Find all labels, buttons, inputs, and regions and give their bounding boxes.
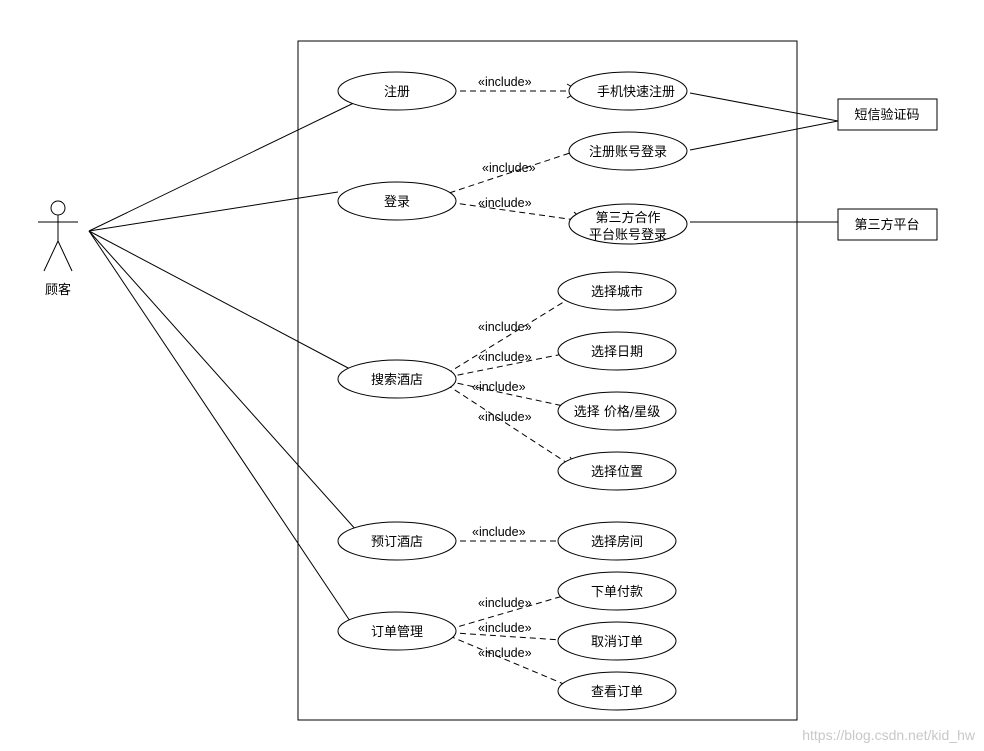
use-case-third-party-login: 第三方合作 平台账号登录 — [568, 203, 688, 245]
use-case-place-order-label: 下单付款 — [591, 585, 643, 600]
use-case-select-date: 选择日期 — [557, 331, 677, 371]
use-case-manage-order-ellipse — [337, 611, 457, 651]
assoc-search-hotel — [88, 230, 351, 370]
use-case-select-room-label: 选择房间 — [591, 534, 643, 550]
use-case-view-order-ellipse — [557, 671, 677, 711]
include-line-search-location — [437, 378, 579, 471]
use-case-select-city-ellipse — [557, 271, 677, 311]
use-case-cancel-order: 取消订单 — [557, 621, 677, 661]
include-line-order-view — [439, 631, 579, 691]
actor-customer: 顾客 — [38, 200, 78, 298]
use-case-select-room-ellipse — [557, 521, 677, 561]
use-case-account-login-ellipse — [568, 131, 688, 171]
actor-label: 顾客 — [45, 282, 71, 298]
include-label-order-cancel: «include» — [478, 621, 532, 635]
use-case-select-price-label: 选择 价格/星级 — [574, 404, 661, 420]
use-case-select-location: 选择位置 — [557, 451, 677, 491]
use-case-cancel-order-ellipse — [557, 621, 677, 661]
use-case-search-hotel-ellipse — [337, 359, 457, 399]
include-line-search-price — [437, 378, 583, 411]
assoc-phone-sms — [689, 92, 839, 122]
use-case-account-login-label: 注册账号登录 — [589, 145, 667, 160]
use-case-login-ellipse — [337, 181, 457, 221]
use-case-manage-order-label: 订单管理 — [371, 625, 423, 640]
include-label-search-date: «include» — [478, 350, 532, 364]
include-label-register: «include» — [478, 75, 532, 89]
assoc-account-sms — [689, 120, 839, 151]
include-line-order-cancel — [439, 631, 578, 642]
use-case-select-price: 选择 价格/星级 — [557, 391, 677, 431]
include-line-login-account — [439, 147, 586, 197]
use-case-view-order-label: 查看订单 — [591, 684, 643, 700]
use-case-third-party-login-ellipse — [568, 203, 688, 245]
actor-head — [50, 200, 66, 216]
include-line-search-date — [437, 350, 579, 380]
assoc-login — [88, 191, 339, 232]
use-case-book-hotel: 预订酒店 — [337, 521, 457, 561]
include-line-search-city — [437, 291, 581, 380]
actor-right-leg — [57, 240, 73, 272]
use-case-login: 登录 — [337, 181, 457, 221]
include-label-search-price: «include» — [472, 380, 526, 394]
external-system-sms-label: 短信验证码 — [854, 107, 919, 123]
use-case-account-login: 注册账号登录 — [568, 131, 688, 171]
use-case-place-order: 下单付款 — [557, 571, 677, 611]
use-case-third-party-login-label-line2: 平台账号登录 — [589, 228, 667, 243]
include-line-login-thirdparty — [439, 200, 584, 222]
watermark: https://blog.csdn.net/kid_hw — [802, 727, 976, 743]
use-case-search-hotel-label: 搜索酒店 — [371, 373, 423, 388]
use-case-search-hotel: 搜索酒店 — [337, 359, 457, 399]
use-case-select-location-ellipse — [557, 451, 677, 491]
external-system-third-party-box — [837, 208, 938, 241]
use-case-select-room: 选择房间 — [557, 521, 677, 561]
external-system-sms: 短信验证码 — [837, 98, 938, 131]
use-case-select-date-ellipse — [557, 331, 677, 371]
use-case-register-label: 注册 — [384, 85, 410, 100]
use-case-book-hotel-label: 预订酒店 — [371, 535, 423, 550]
use-case-select-city-label: 选择城市 — [591, 284, 643, 300]
use-case-place-order-ellipse — [557, 571, 677, 611]
include-label-login-thirdparty: «include» — [478, 196, 532, 210]
assoc-book-hotel — [88, 230, 358, 532]
use-case-phone-register-ellipse — [568, 71, 688, 111]
external-system-third-party-label: 第三方平台 — [854, 217, 919, 233]
actor-left-leg — [43, 240, 59, 272]
include-label-login-account: «include» — [482, 161, 536, 175]
use-case-book-hotel-ellipse — [337, 521, 457, 561]
use-case-register-ellipse — [337, 71, 457, 111]
include-label-book-room: «include» — [472, 525, 526, 539]
use-case-phone-register-label: 手机快速注册 — [597, 85, 675, 100]
assoc-register — [88, 99, 361, 232]
use-case-manage-order: 订单管理 — [337, 611, 457, 651]
use-case-register: 注册 — [337, 71, 457, 111]
use-case-third-party-login-label-line1: 第三方合作 — [595, 210, 660, 226]
external-system-third-party: 第三方平台 — [837, 208, 938, 241]
use-case-select-date-label: 选择日期 — [591, 345, 643, 360]
use-case-cancel-order-label: 取消订单 — [591, 635, 643, 650]
include-label-search-city: «include» — [478, 320, 532, 334]
include-label-order-view: «include» — [478, 646, 532, 660]
use-case-select-city: 选择城市 — [557, 271, 677, 311]
include-label-search-location: «include» — [478, 410, 532, 424]
include-line-order-place — [439, 590, 581, 633]
use-case-phone-register: 手机快速注册 — [568, 71, 688, 111]
use-case-select-price-ellipse — [557, 391, 677, 431]
include-label-order-place: «include» — [478, 596, 532, 610]
use-case-select-location-label: 选择位置 — [591, 465, 643, 480]
use-case-login-label: 登录 — [384, 195, 410, 210]
assoc-manage-order — [88, 230, 351, 622]
external-system-sms-box — [837, 98, 938, 131]
use-case-view-order: 查看订单 — [557, 671, 677, 711]
